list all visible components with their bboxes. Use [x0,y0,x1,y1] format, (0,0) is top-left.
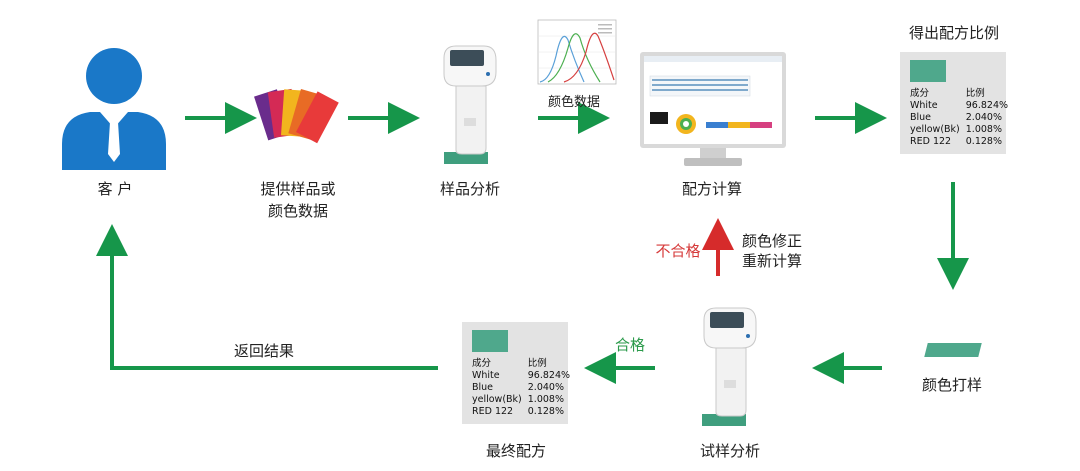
qualified-label: 合格 [614,336,645,354]
return-result-label: 返回结果 [233,342,294,360]
table-row: White 96.824% [910,100,1008,112]
table-row: yellow(Bk) 1.008% [472,394,570,406]
table-row: Blue 2.040% [910,112,1008,124]
final-card: 成分 比例 White 96.824% Blue 2.040% yellow(B… [462,322,570,424]
sample-analysis-label: 样品分析 [439,180,500,198]
table-row: RED 122 0.128% [910,136,1008,148]
final-row-value: 0.128% [527,406,564,417]
spectrophotometer-device-trial [700,302,762,428]
ratio-table: 成分 比例 White 96.824% Blue 2.040% yellow(B… [910,88,1008,148]
correct-label-line1: 颜色修正 [741,232,802,250]
table-row: White 96.824% [472,370,570,382]
final-row-value: 1.008% [527,394,564,405]
spectral-curves-thumbnail [528,16,620,90]
monitor-software [640,52,786,168]
final-swatch [472,330,508,352]
final-row-name: yellow(Bk) [472,394,522,405]
table-row: 成分 比例 [472,358,570,370]
ratio-row-value: 0.128% [965,136,1002,147]
get-ratio-label: 得出配方比例 [908,24,999,42]
table-row: 成分 比例 [910,88,1008,100]
color-sample-swatch [924,343,982,357]
color-data-label: 颜色数据 [547,95,600,110]
final-row-name: White [472,370,500,381]
final-row-name: RED 122 [472,406,514,417]
ratio-row-name: RED 122 [910,136,952,147]
customer-label: 客 户 [97,180,133,198]
ratio-row-name: yellow(Bk) [910,124,960,135]
customer-icon [60,46,168,170]
color-cards-icon [254,84,339,154]
final-formula-label: 最终配方 [485,442,546,460]
ratio-row-value: 96.824% [965,100,1009,111]
unqualified-label: 不合格 [655,242,701,260]
final-row-name: Blue [472,382,494,393]
final-header-component: 成分 [472,358,492,369]
ratio-header-component: 成分 [910,88,930,99]
final-row-value: 2.040% [527,382,564,393]
ratio-card: 成分 比例 White 96.824% Blue 2.040% yellow(B… [900,52,1008,154]
trial-analysis-label: 试样分析 [699,442,760,460]
table-row: yellow(Bk) 1.008% [910,124,1008,136]
arrow-final-to-customer [96,224,438,370]
color-sample-label: 颜色打样 [921,376,982,394]
ratio-row-value: 2.040% [965,112,1002,123]
ratio-row-value: 1.008% [965,124,1002,135]
formula-calc-label: 配方计算 [681,180,742,198]
provide-label-line1: 提供样品或 [260,180,336,198]
final-header-ratio: 比例 [527,358,547,369]
ratio-row-name: Blue [910,112,932,123]
ratio-swatch [910,60,946,82]
provide-label-line2: 颜色数据 [267,202,328,220]
correct-label-line2: 重新计算 [741,252,802,270]
final-row-value: 96.824% [527,370,571,381]
final-table: 成分 比例 White 96.824% Blue 2.040% yellow(B… [472,358,570,418]
table-row: RED 122 0.128% [472,406,570,418]
table-row: Blue 2.040% [472,382,570,394]
ratio-row-name: White [910,100,938,111]
ratio-header-ratio: 比例 [965,88,985,99]
spectrophotometer-device [440,40,502,166]
